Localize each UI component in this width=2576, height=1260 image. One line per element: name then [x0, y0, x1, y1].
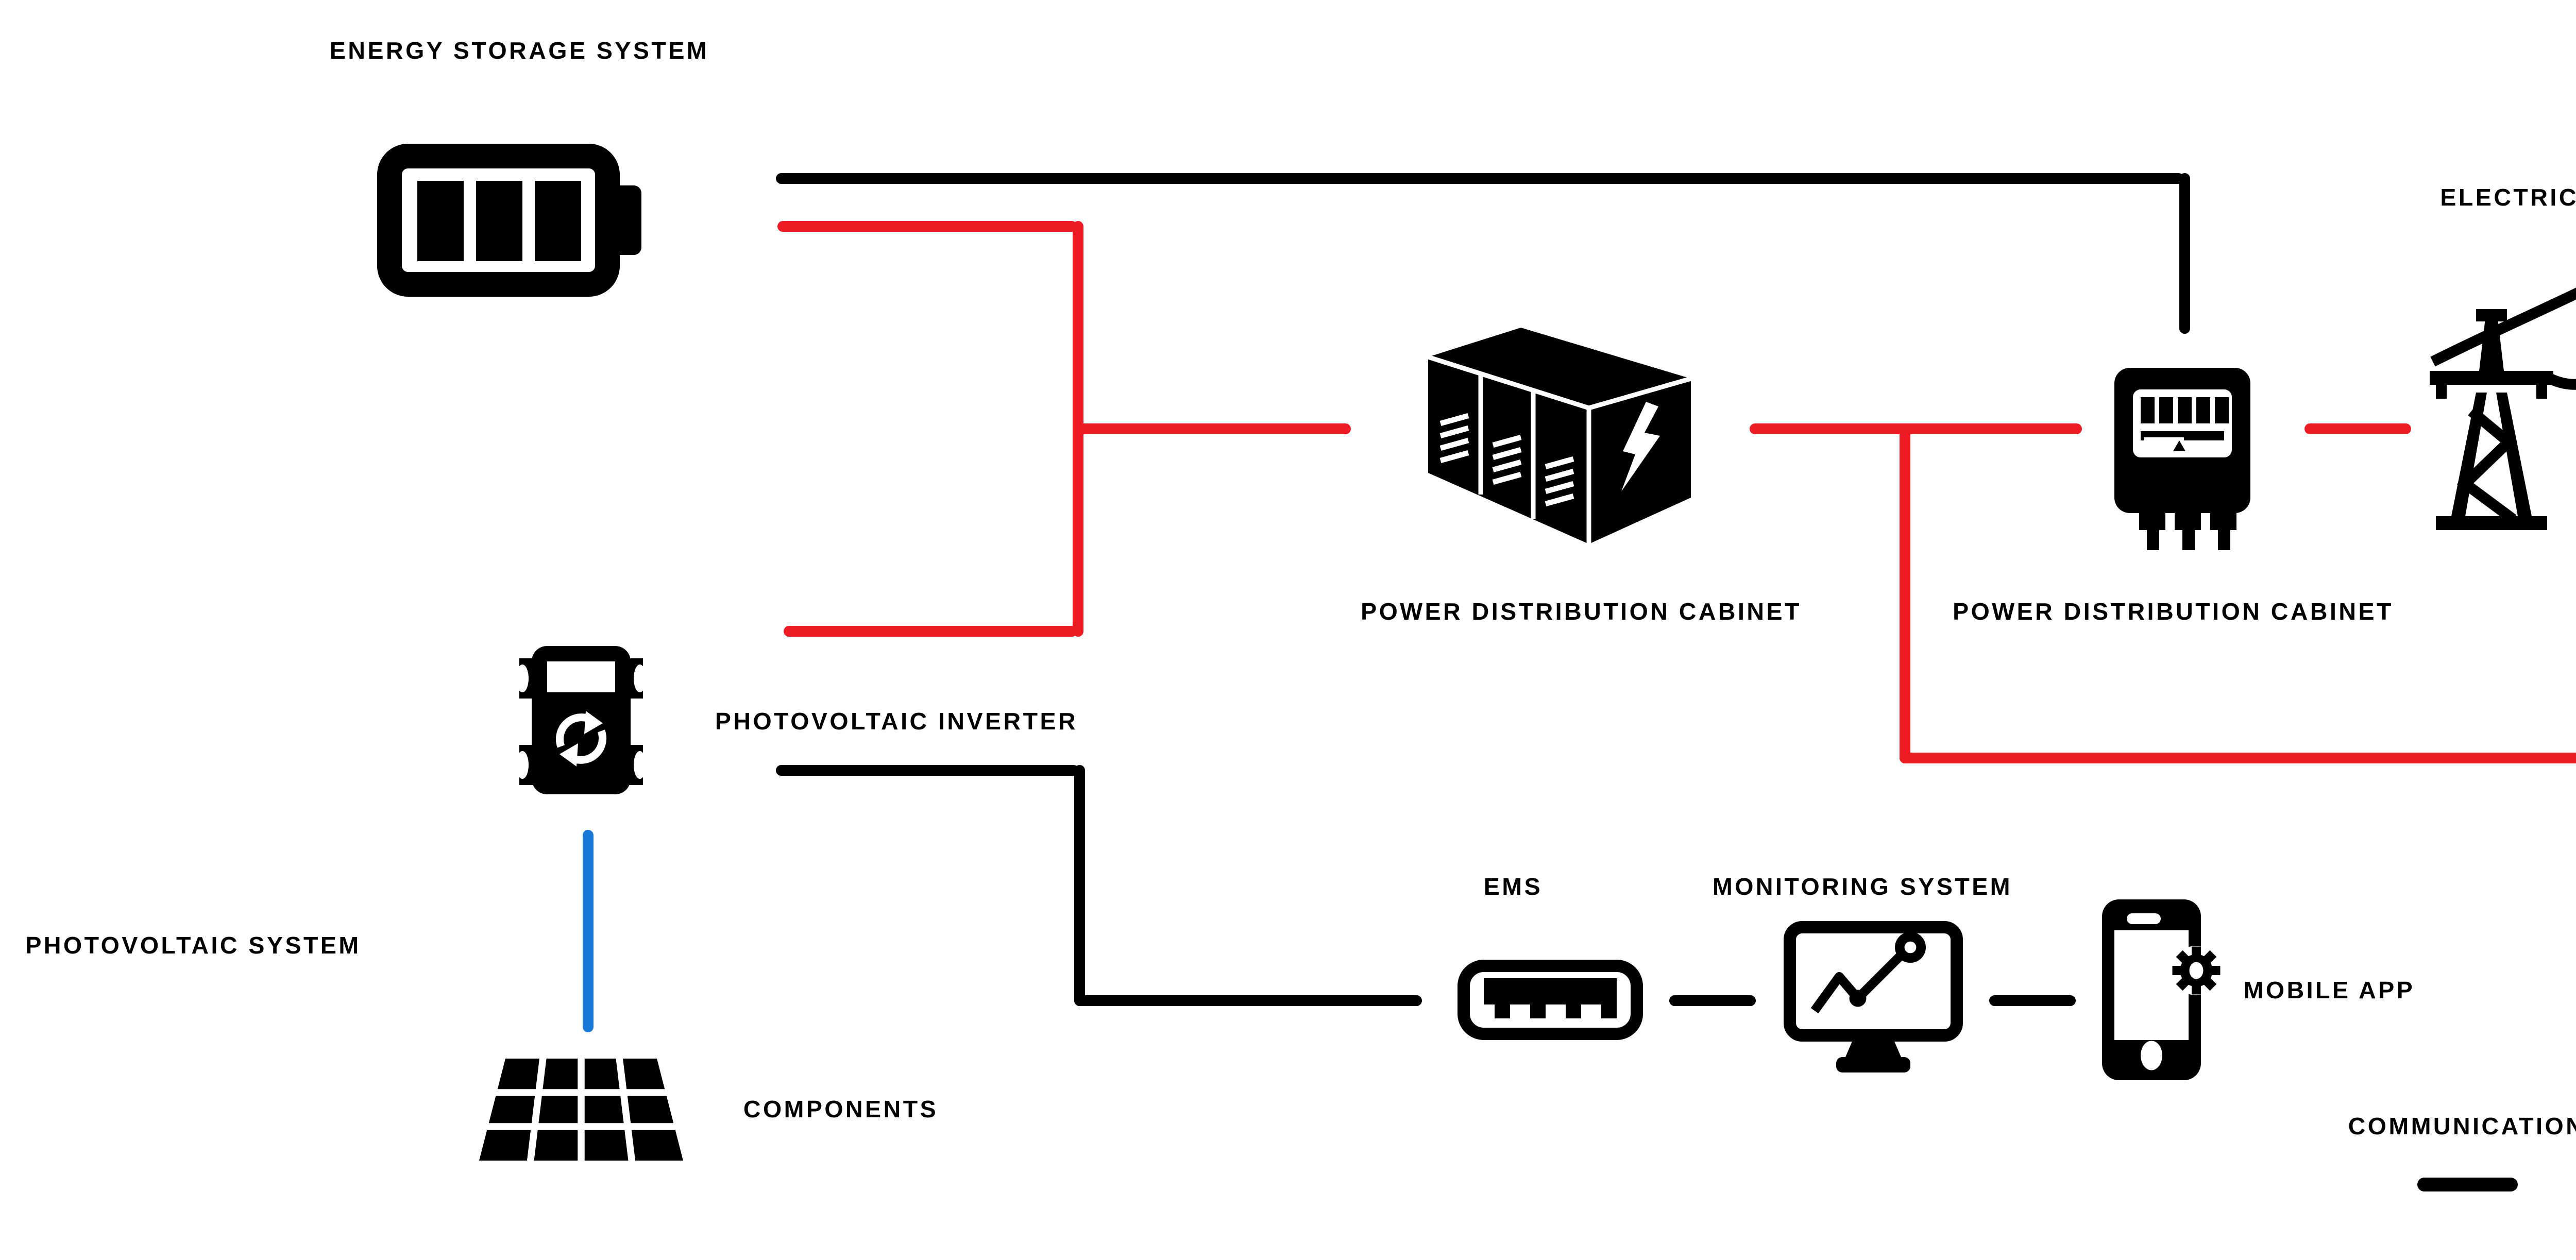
smartphone-gear-icon [2102, 899, 2232, 1082]
comm-wire-inverter-to-ems [1074, 995, 1422, 1006]
label-electricity-grid: ELECTRICITY GRID [2440, 185, 2576, 212]
ac-wire-battery-h [777, 221, 1077, 232]
usb-port-icon [1458, 960, 1643, 1040]
dc-wire-inverter-to-panels [583, 830, 594, 1032]
ac-wire-load-branch-h [1900, 753, 2576, 763]
distribution-cabinet-icon [1427, 328, 1700, 544]
battery-icon [377, 144, 641, 297]
ac-wire-to-cabinet [1073, 423, 1351, 434]
comm-wire-inverter-v [1074, 765, 1085, 1006]
monitor-chart-icon [1777, 921, 1969, 1079]
comm-wire-battery-to-meter-v [2179, 173, 2190, 334]
label-power-distribution-cabinet-meter: POWER DISTRIBUTION CABINET [1953, 600, 2394, 626]
comm-wire-monitor-to-phone [1989, 995, 2076, 1006]
ac-wire-meter-to-grid [2304, 423, 2411, 434]
gear-icon [2172, 946, 2221, 995]
comm-wire-inverter-h1 [776, 765, 1079, 776]
label-photovoltaic-inverter: PHOTOVOLTAIC INVERTER [715, 709, 1078, 736]
inverter-icon [516, 643, 646, 797]
label-energy-storage-system: ENERGY STORAGE SYSTEM [329, 39, 709, 65]
label-components: COMPONENTS [743, 1097, 939, 1123]
ac-wire-to-inverter-area [784, 626, 1077, 637]
transmission-towers-icon [2420, 244, 2576, 538]
legend-swatch-communication [2417, 1178, 2518, 1191]
legend-label-communication: COMMUNICATION [2348, 1114, 2576, 1140]
comm-wire-ems-to-monitor [1669, 995, 1756, 1006]
comm-wire-battery-to-meter-h [776, 173, 2184, 184]
ac-wire-load-branch-v [1900, 423, 1910, 763]
label-ems: EMS [1483, 875, 1543, 901]
label-mobile-app: MOBILE APP [2243, 978, 2415, 1004]
label-power-distribution-cabinet-main: POWER DISTRIBUTION CABINET [1361, 600, 1802, 626]
label-monitoring-system: MONITORING SYSTEM [1712, 875, 2013, 901]
energy-meter-icon [2111, 359, 2253, 553]
ac-wire-cabinet-to-meter [1750, 423, 2082, 434]
solar-panel-icon [476, 1055, 686, 1167]
label-photovoltaic-system: PHOTOVOLTAIC SYSTEM [25, 933, 361, 960]
